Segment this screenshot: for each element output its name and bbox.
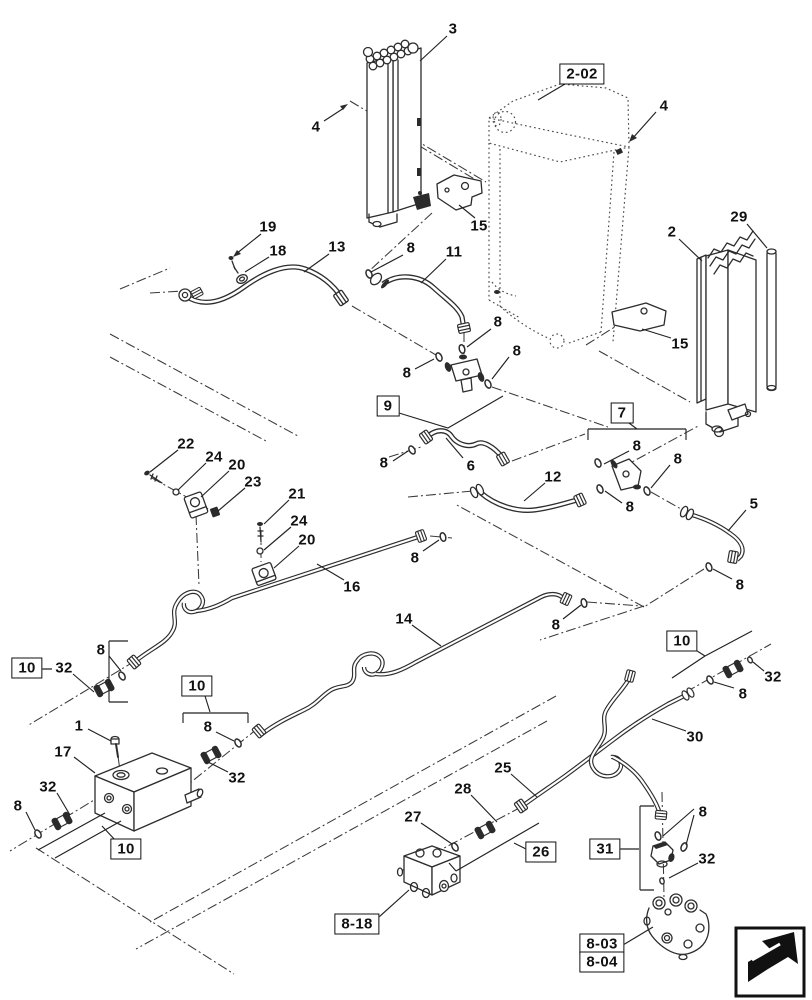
- washer-24b: [256, 547, 264, 555]
- cooler-2: [696, 230, 757, 438]
- nut-23: [209, 506, 221, 518]
- tube-5: [688, 511, 745, 562]
- oil-cooler-3: [362, 39, 431, 228]
- tee-fitting: [444, 354, 485, 393]
- clamp-18: [233, 266, 248, 284]
- hose-11: [369, 272, 467, 330]
- screw-21: [257, 522, 264, 543]
- elbow-fitting-7: [610, 458, 642, 491]
- leader-lines: [25, 35, 768, 946]
- hose-6: [424, 428, 505, 459]
- bracket-15a: [436, 174, 483, 211]
- continued-arrow-logo: [734, 926, 806, 998]
- valve-8-18: [396, 845, 461, 899]
- screw-22: [144, 470, 163, 484]
- radiator-2-02: [488, 83, 630, 349]
- tube-14: [260, 591, 568, 736]
- phantom-lines: [9, 100, 772, 975]
- elbow-fitting-31: [650, 841, 675, 868]
- hose-13: [178, 264, 345, 305]
- rod-29: [766, 248, 777, 392]
- tube-25: [519, 694, 685, 809]
- valve-8-03-8-04: [643, 893, 710, 961]
- washer-24a: [172, 488, 180, 496]
- tube-16: [135, 533, 422, 662]
- hose-12: [479, 490, 578, 513]
- clamp-20b: [251, 562, 277, 586]
- tube-30: [588, 675, 662, 812]
- manifold-17: [94, 752, 204, 832]
- cooler-3-fins: [362, 39, 419, 71]
- clamp-20a: [183, 491, 209, 519]
- bolt-1: [110, 735, 120, 758]
- bracket-15b: [611, 302, 667, 332]
- cooler-2-fins: [707, 230, 756, 275]
